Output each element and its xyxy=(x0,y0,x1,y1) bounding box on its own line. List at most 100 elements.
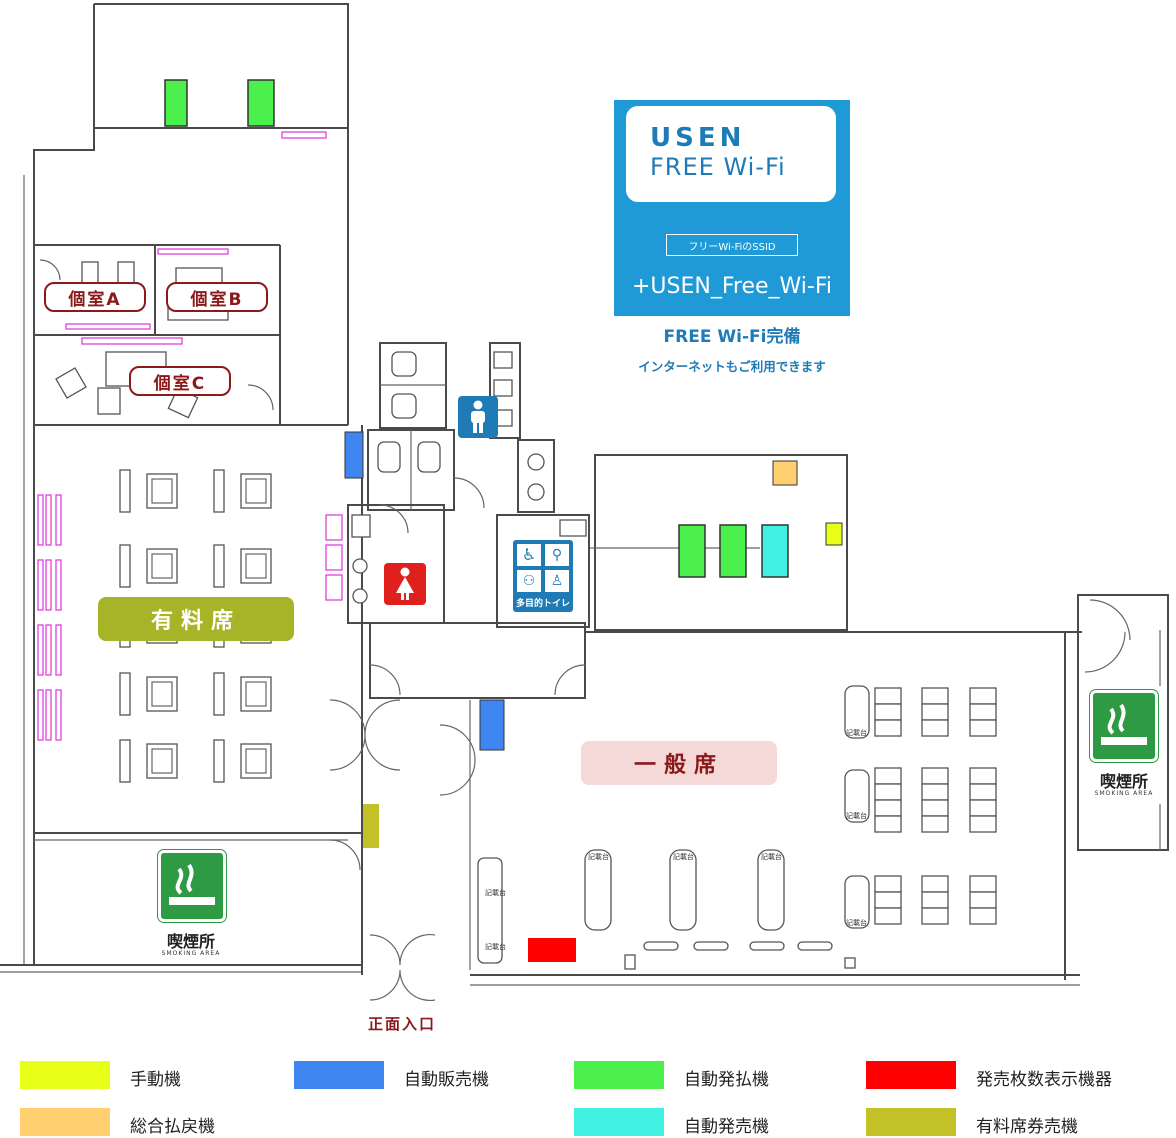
desk xyxy=(969,783,997,801)
multipurpose-toilet-label: 多目的トイレ xyxy=(515,599,570,609)
pink-fixture xyxy=(55,494,62,546)
legend-label-manual: 手動機 xyxy=(130,1070,181,1090)
wheelchair-icon: ♿ xyxy=(517,544,541,566)
vending-machine-1 xyxy=(344,431,364,479)
legend-label-refund: 総合払戻機 xyxy=(130,1117,215,1137)
seat-back xyxy=(119,739,131,783)
free-wifi-panel: USEN FREE Wi-Fi フリーWi-FiのSSID +USEN_Free… xyxy=(614,100,850,316)
desk-label: 記載台 xyxy=(846,919,867,927)
legend-label-vending: 自動販売機 xyxy=(404,1070,489,1090)
wifi-free-label: FREE Wi-Fi xyxy=(650,153,786,181)
desk xyxy=(921,719,949,737)
wifi-subcaption: インターネットもご利用できます xyxy=(638,359,826,374)
vending-machine-2 xyxy=(479,699,505,751)
desk xyxy=(969,815,997,833)
desk xyxy=(874,703,902,721)
refund-machine xyxy=(772,460,798,486)
desk xyxy=(874,799,902,817)
legend-label-paid-ticket: 有料席券売機 xyxy=(976,1117,1078,1137)
desk xyxy=(874,719,902,737)
smoking-area-sign-left: 喫煙所 SMOKING AREA xyxy=(150,846,232,964)
legend-label-sales-display: 発売枚数表示機器 xyxy=(976,1070,1112,1090)
smoking-title-left: 喫煙所 xyxy=(166,932,215,951)
desk xyxy=(874,767,902,785)
legend-swatch-vending xyxy=(294,1061,384,1089)
wifi-card: USEN FREE Wi-Fi xyxy=(626,106,836,202)
seat-cushion xyxy=(151,681,173,707)
smoking-title-right: 喫煙所 xyxy=(1099,772,1148,791)
legend-swatch-sales-display xyxy=(866,1061,956,1089)
pink-fixture xyxy=(45,624,52,676)
general-seat-desks xyxy=(477,685,997,970)
general-seats-label: 一般席 xyxy=(581,741,777,785)
male-toilet-icon xyxy=(458,396,498,438)
manual-machine xyxy=(825,522,843,546)
legend-swatch-manual xyxy=(20,1061,110,1089)
desk xyxy=(969,907,997,925)
seat-cushion xyxy=(151,748,173,774)
seat-cushion xyxy=(245,478,267,504)
pink-fixture xyxy=(325,574,343,601)
desk xyxy=(969,719,997,737)
pink-fixture xyxy=(45,494,52,546)
legend-swatch-paid-ticket xyxy=(866,1108,956,1136)
entrance-doors xyxy=(329,699,476,1002)
toilet-block-walls xyxy=(347,342,590,970)
pink-fixture xyxy=(37,494,44,546)
seat-cushion xyxy=(245,681,267,707)
family-icon: ⚇ xyxy=(517,570,541,592)
desk xyxy=(921,815,949,833)
cigarette-icon xyxy=(1101,703,1147,745)
seat-back xyxy=(213,469,225,513)
auto-sale-machine xyxy=(761,524,789,578)
desk xyxy=(874,875,902,893)
seat-cushion xyxy=(245,553,267,579)
multipurpose-toilet-sign: ♿ ⚲ ⚇ ♙ 多目的トイレ xyxy=(513,540,573,612)
wifi-caption: FREE Wi-Fi完備 xyxy=(663,327,801,347)
paid-seats-label: 有料席 xyxy=(98,597,294,641)
wifi-ssid: +USEN_Free_Wi-Fi xyxy=(631,274,833,299)
room-label-private-c: 個室C xyxy=(129,366,231,396)
legend-swatch-auto-sale xyxy=(574,1108,664,1136)
desk-label: 記載台 xyxy=(761,853,782,861)
seat-back xyxy=(119,672,131,716)
desk xyxy=(921,767,949,785)
female-toilet-icon xyxy=(384,563,426,605)
desk-label: 記載台 xyxy=(485,889,506,897)
seat-cushion xyxy=(245,748,267,774)
pink-fixture xyxy=(45,559,52,611)
seat-back xyxy=(213,544,225,588)
desk xyxy=(921,799,949,817)
desk xyxy=(921,891,949,909)
smoking-area-sign-right: 喫煙所 SMOKING AREA xyxy=(1084,686,1164,804)
pink-fixture xyxy=(55,689,62,741)
smoking-subtitle-right: SMOKING AREA xyxy=(1094,790,1154,797)
desk xyxy=(969,767,997,785)
baby-icon: ♙ xyxy=(545,570,569,592)
desk xyxy=(969,703,997,721)
top-annex-walls xyxy=(0,3,362,973)
pink-fixture xyxy=(37,689,44,741)
seat-cushion xyxy=(151,478,173,504)
auto-payout-machine-4 xyxy=(719,524,747,578)
desk-label: 記載台 xyxy=(485,943,506,951)
machines xyxy=(164,79,843,962)
pink-fixture xyxy=(37,559,44,611)
pink-fixture xyxy=(325,514,343,541)
seat-cushion xyxy=(151,553,173,579)
auto-payout-machine-1 xyxy=(164,79,188,127)
general-hall-walls xyxy=(470,454,1169,986)
main-entrance-label: 正面入口 xyxy=(367,1015,436,1033)
desk-label: 記載台 xyxy=(673,853,694,861)
wifi-ssid-label: フリーWi-FiのSSID xyxy=(666,234,798,256)
desk-label: 記載台 xyxy=(588,853,609,861)
elderly-icon: ⚲ xyxy=(545,544,569,566)
smoking-subtitle-left: SMOKING AREA xyxy=(161,950,221,957)
desk xyxy=(969,799,997,817)
pink-fixture xyxy=(55,559,62,611)
legend-label-auto-sale: 自動発売機 xyxy=(684,1117,769,1137)
seat-back xyxy=(119,544,131,588)
seat-back xyxy=(119,469,131,513)
wifi-brand: USEN xyxy=(650,123,746,153)
